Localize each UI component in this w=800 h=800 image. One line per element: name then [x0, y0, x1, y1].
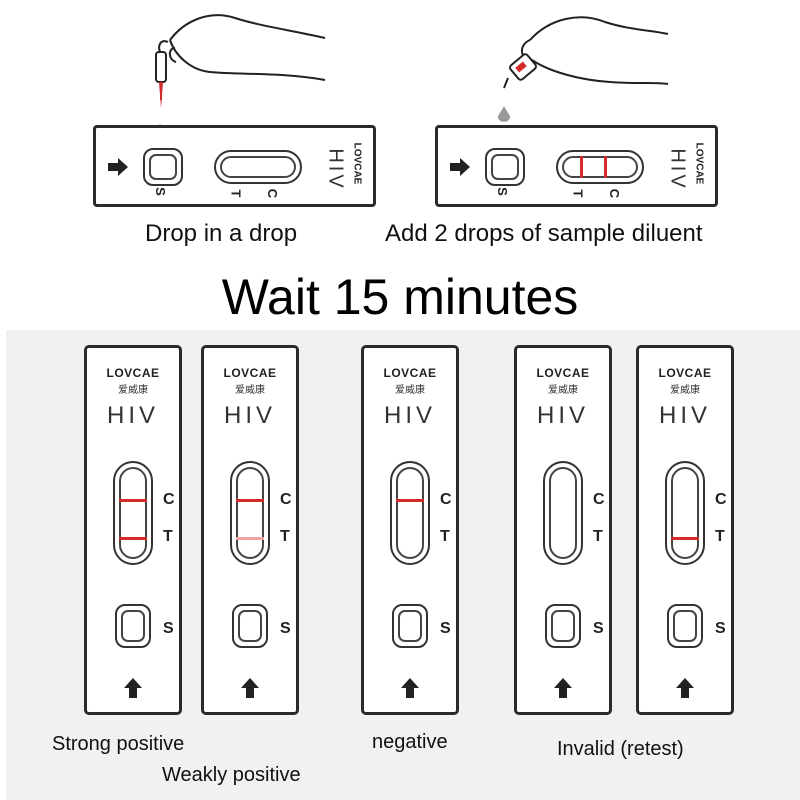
arrow-up-icon	[241, 678, 259, 698]
brand-subtitle: 爱威康	[118, 385, 148, 396]
brand-logo: LOVCAE	[536, 366, 590, 380]
strip-invalid-test-only: LOVCAE 爱威康 HIV C T S	[636, 345, 734, 715]
brand-logo: LOVCAE	[383, 366, 437, 380]
hiv-label: HIV	[383, 402, 436, 429]
test-line-faint	[236, 537, 264, 540]
label-t: T	[440, 528, 450, 545]
arrow-up-icon	[401, 678, 419, 698]
sample-well	[143, 148, 183, 186]
cassette-step1: S T C HIV LOVCAE	[93, 125, 376, 207]
label-s: S	[163, 620, 174, 637]
label-t: T	[593, 528, 603, 545]
control-line	[604, 156, 607, 178]
label-s: S	[280, 620, 291, 637]
arrow-up-icon	[676, 678, 694, 698]
hiv-label: HIV	[658, 402, 711, 429]
sample-well	[232, 604, 268, 648]
label-c: C	[607, 188, 623, 199]
hiv-label: HIV	[106, 402, 159, 429]
label-c: C	[715, 491, 727, 508]
test-line	[671, 537, 699, 540]
test-line	[580, 156, 583, 178]
caption-strong-positive: Strong positive	[52, 733, 185, 755]
diluent-drop-icon	[498, 106, 510, 122]
label-c: C	[280, 491, 292, 508]
step1-caption: Drop in a drop	[145, 220, 298, 247]
brand-subtitle: 爱威康	[670, 385, 700, 396]
hand-with-diluent-bottle-illustration	[503, 16, 669, 89]
test-line	[119, 537, 147, 540]
label-c: C	[265, 188, 281, 199]
hand-with-dropper-illustration	[155, 14, 326, 108]
control-line	[236, 499, 264, 502]
hiv-label: HIV	[666, 148, 689, 191]
sample-well	[485, 148, 525, 186]
brand-logo: LOVCAE	[223, 366, 277, 380]
label-t: T	[163, 528, 173, 545]
label-c: C	[593, 491, 605, 508]
control-line	[119, 499, 147, 502]
strip-invalid-no-lines: LOVCAE 爱威康 HIV C T S	[514, 345, 612, 715]
hiv-label: HIV	[223, 402, 276, 429]
result-window	[556, 150, 644, 184]
headline: Wait 15 minutes	[221, 269, 579, 325]
hiv-label: HIV	[536, 402, 589, 429]
hiv-label: HIV	[324, 148, 347, 191]
brand-logo: LOVCAE	[658, 366, 712, 380]
result-window	[230, 461, 270, 565]
brand-logo: LOVCAE	[351, 142, 363, 185]
label-c: C	[163, 491, 175, 508]
label-s: S	[494, 187, 510, 196]
strip-weakly-positive: LOVCAE 爱威康 HIV C T S	[201, 345, 299, 715]
arrow-right-icon	[108, 158, 128, 176]
arrow-up-icon	[554, 678, 572, 698]
result-window	[543, 461, 583, 565]
caption-invalid: Invalid (retest)	[557, 738, 684, 760]
label-s: S	[440, 620, 451, 637]
result-window	[665, 461, 705, 565]
label-t: T	[280, 528, 290, 545]
brand-subtitle: 爱威康	[395, 385, 425, 396]
label-s: S	[715, 620, 726, 637]
arrow-right-icon	[450, 158, 470, 176]
result-window	[214, 150, 302, 184]
control-line	[396, 499, 424, 502]
caption-weakly-positive: Weakly positive	[162, 764, 301, 786]
label-c: C	[440, 491, 452, 508]
step2-caption: Add 2 drops of sample diluent	[385, 220, 703, 247]
brand-subtitle: 爱威康	[235, 385, 265, 396]
caption-negative: negative	[372, 731, 448, 753]
label-s: S	[152, 187, 168, 196]
strip-strong-positive: LOVCAE 爱威康 HIV C T S	[84, 345, 182, 715]
sample-well	[392, 604, 428, 648]
brand-logo: LOVCAE	[106, 366, 160, 380]
cassette-step2: S T C HIV LOVCAE	[435, 125, 718, 207]
sample-well	[545, 604, 581, 648]
label-t: T	[228, 189, 244, 198]
result-window	[390, 461, 430, 565]
label-t: T	[570, 189, 586, 198]
sample-well	[115, 604, 151, 648]
strip-negative: LOVCAE 爱威康 HIV C T S	[361, 345, 459, 715]
brand-logo: LOVCAE	[693, 142, 705, 185]
label-t: T	[715, 528, 725, 545]
label-s: S	[593, 620, 604, 637]
result-window	[113, 461, 153, 565]
brand-subtitle: 爱威康	[548, 385, 578, 396]
sample-well	[667, 604, 703, 648]
arrow-up-icon	[124, 678, 142, 698]
